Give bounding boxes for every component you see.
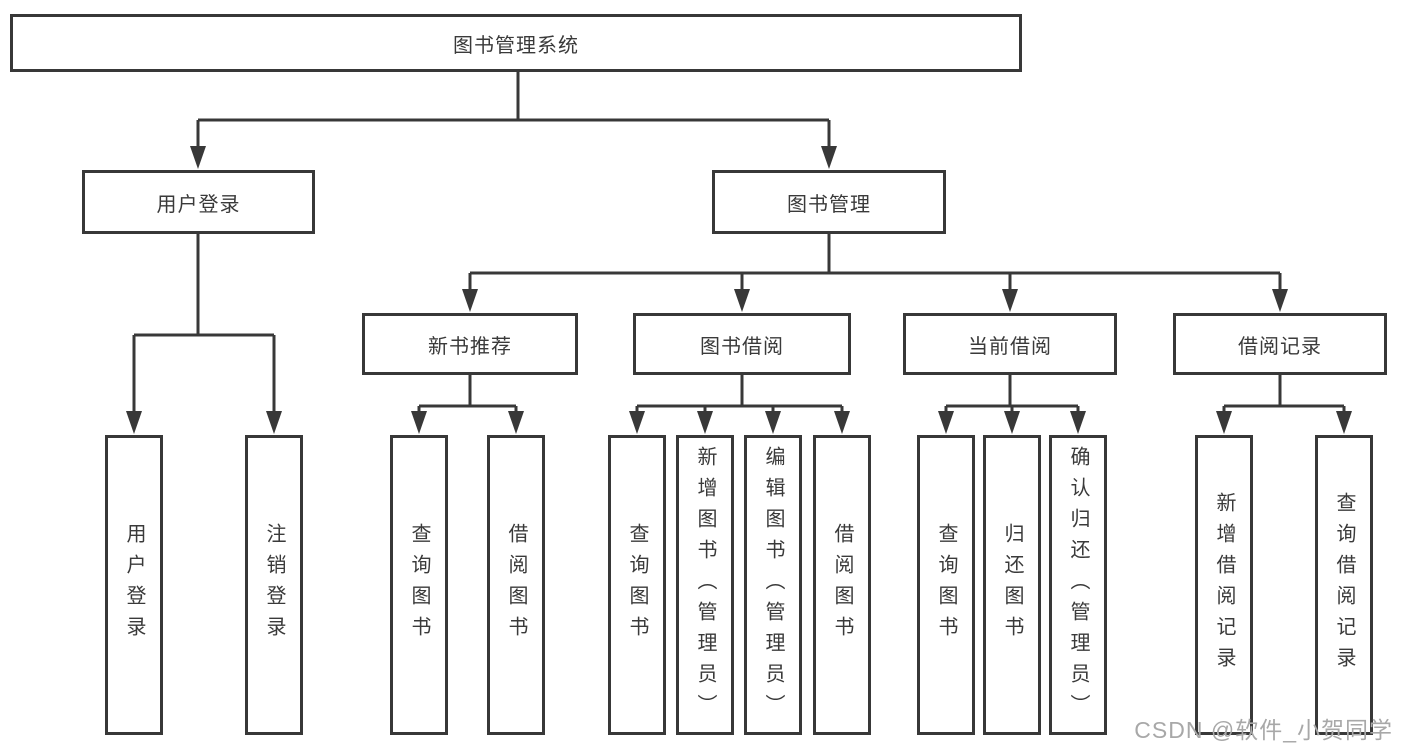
node-label: 归还图书 [1001,523,1023,647]
connector-line [635,375,844,414]
node-label: 借阅记录 [1238,335,1322,358]
node-label: 新增借阅记录 [1213,492,1235,678]
leaf-query-borrow-record: 查询借阅记录 [1315,435,1373,735]
leaf-add-borrow-record: 新增借阅记录 [1195,435,1253,735]
leaf-user-login: 用户登录 [105,435,163,735]
connector-book-mgmt-to-level3 [462,234,1288,312]
watermark: CSDN @软件_小贺同学 [1134,717,1393,743]
node-label: 借阅图书 [505,523,527,647]
leaf-edit-book-admin: 编辑图书（管理员） [744,435,802,735]
node-label: 当前借阅 [968,335,1052,358]
arrowhead-icon [508,411,524,434]
node-label: 注销登录 [263,523,285,647]
connector-line [1222,375,1346,414]
node-borrowing-records: 借阅记录 [1173,313,1387,375]
arrowhead-icon [1216,411,1232,434]
node-label: 用户登录 [156,193,241,216]
node-label: 编辑图书（管理员） [762,445,784,725]
node-label: 图书借阅 [700,335,784,358]
node-root-library-system: 图书管理系统 [10,14,1022,72]
arrowhead-icon [1002,289,1018,312]
arrowhead-icon [1004,411,1020,434]
arrowhead-icon [834,411,850,434]
arrowhead-icon [938,411,954,434]
arrowhead-icon [821,146,837,169]
connector-book-borrow-to-leaves [629,375,850,434]
arrowhead-icon [411,411,427,434]
arrowhead-icon [266,411,282,434]
arrowhead-icon [126,411,142,434]
connector-line [196,72,831,149]
connector-root-to-level2 [190,72,837,169]
leaf-borrow-book: 借阅图书 [813,435,871,735]
leaf-borrow-books-recommend: 借阅图书 [487,435,545,735]
leaf-query-books-recommend: 查询图书 [390,435,448,735]
node-current-borrowing: 当前借阅 [903,313,1117,375]
connector-line [417,375,518,414]
arrowhead-icon [1272,289,1288,312]
node-label: 图书管理 [787,193,871,216]
node-new-book-recommend: 新书推荐 [362,313,578,375]
node-label: 查询图书 [408,523,430,647]
node-label: 新增图书（管理员） [694,445,716,725]
arrowhead-icon [765,411,781,434]
node-book-borrowing: 图书借阅 [633,313,851,375]
leaf-add-book-admin: 新增图书（管理员） [676,435,734,735]
connector-line [132,234,276,414]
connector-line [468,234,1282,292]
arrowhead-icon [734,289,750,312]
node-book-management: 图书管理 [712,170,946,234]
node-label: 新书推荐 [428,335,512,358]
node-label: 借阅图书 [831,523,853,647]
leaf-confirm-return-admin: 确认归还（管理员） [1049,435,1107,735]
leaf-query-books-borrow: 查询图书 [608,435,666,735]
leaf-logout: 注销登录 [245,435,303,735]
arrowhead-icon [697,411,713,434]
arrowhead-icon [190,146,206,169]
connector-borrow-records-to-leaves [1216,375,1352,434]
connector-line [944,375,1080,414]
connector-user-login-to-leaves [126,234,282,434]
arrowhead-icon [1070,411,1086,434]
connector-current-borrow-to-leaves [938,375,1086,434]
leaf-query-books-current: 查询图书 [917,435,975,735]
node-label: 用户登录 [123,523,145,647]
arrowhead-icon [462,289,478,312]
node-label: 确认归还（管理员） [1067,445,1089,725]
node-label: 查询图书 [935,523,957,647]
arrowhead-icon [1336,411,1352,434]
node-user-login: 用户登录 [82,170,315,234]
leaf-return-book: 归还图书 [983,435,1041,735]
node-label: 查询借阅记录 [1333,492,1355,678]
connector-new-book-to-leaves [411,375,524,434]
node-label: 图书管理系统 [453,34,579,57]
arrowhead-icon [629,411,645,434]
node-label: 查询图书 [626,523,648,647]
